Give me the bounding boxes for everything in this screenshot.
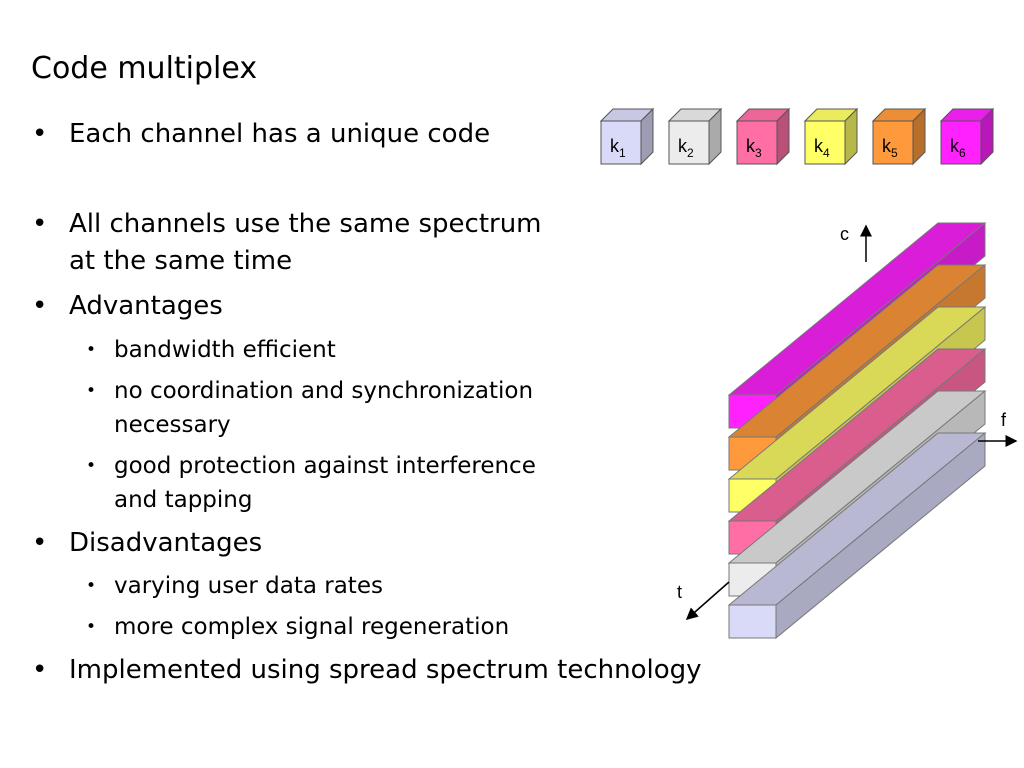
bullet-marker: • [32,528,48,558]
sub-bullet-marker: • [86,576,97,596]
sub-bullet-marker: • [86,381,97,401]
code-block-k2: k2 [667,107,723,166]
code-block-k5: k5 [871,107,927,166]
sub-item-coordination-cont: necessary [114,412,231,438]
bullet-item-spread-spectrum: Implemented using spread spectrum techno… [69,655,702,685]
bullet-item-disadvantages: Disadvantages [69,528,263,558]
axis-f-label: f [1001,410,1007,430]
channel-slab-k1 [727,431,987,640]
axis-c-label: c [840,224,849,244]
sub-item-coordination: no coordination and synchronization [114,378,534,404]
sub-item-data-rates: varying user data rates [114,573,383,599]
bullet-item-advantages: Advantages [69,291,223,321]
code-block-k1: k1 [599,107,655,166]
sub-item-bandwidth: bandwidth efficient [114,337,336,363]
axis-t-arrow [685,581,730,620]
bullet-item-same-spectrum: All channels use the same spectrum [69,209,542,239]
bullet-marker: • [32,119,48,149]
axis-t-label: t [677,582,682,602]
sub-bullet-marker: • [86,617,97,637]
slide-title: Code multiplex [31,51,258,86]
bullet-marker: • [32,209,48,239]
bullet-marker: • [32,291,48,321]
sub-bullet-marker: • [86,340,97,360]
sub-item-protection: good protection against interference [114,453,536,479]
bullet-item-unique-code: Each channel has a unique code [69,119,491,149]
code-block-k4: k4 [803,107,859,166]
sub-item-protection-cont: and tapping [114,487,253,513]
bullet-item-same-spectrum-cont: at the same time [69,246,293,276]
code-block-k3: k3 [735,107,791,166]
bullet-marker: • [32,655,48,685]
sub-item-regeneration: more complex signal regeneration [114,614,510,640]
code-block-k6: k6 [939,107,995,166]
sub-bullet-marker: • [86,456,97,476]
